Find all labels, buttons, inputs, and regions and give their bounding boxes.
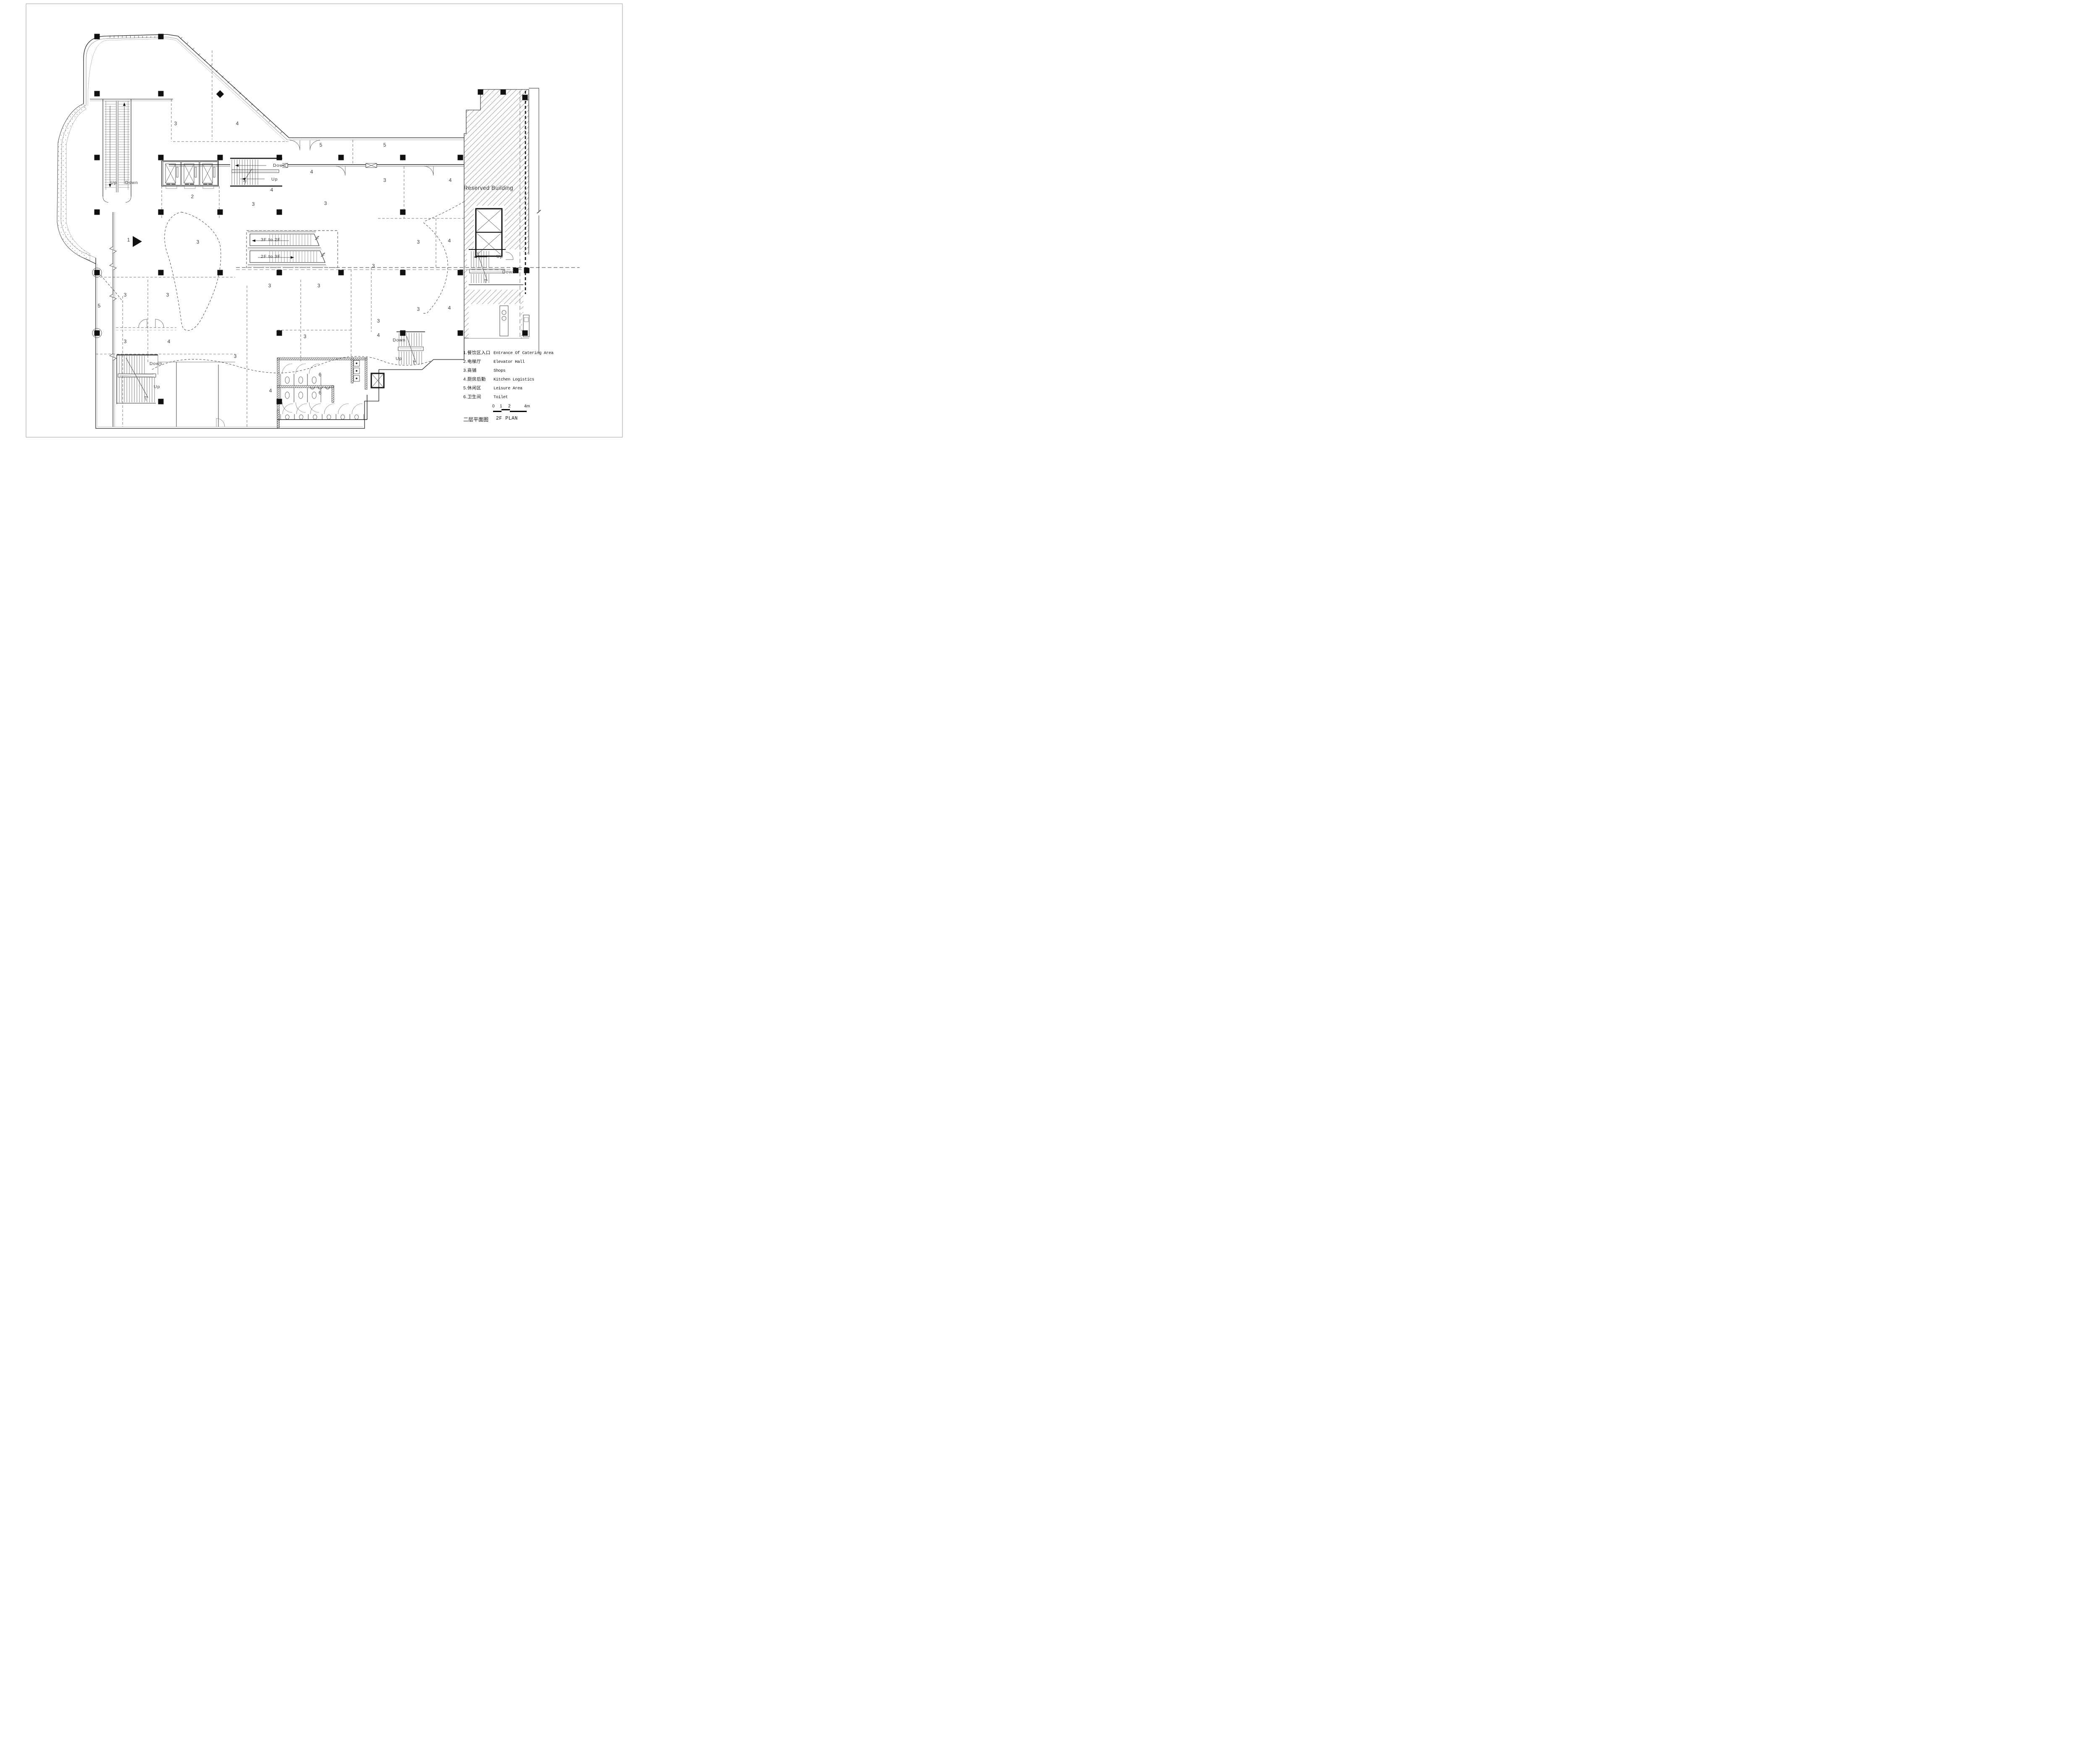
plan-linework (57, 34, 541, 429)
direction-label: Up (154, 384, 160, 389)
room-number-label: 3 (234, 353, 237, 359)
tenant-boundary-dashed-lines (96, 50, 580, 427)
room-number-label: 3 (417, 306, 420, 312)
direction-label: Up (496, 254, 503, 259)
room-number-label: 3 (174, 121, 177, 126)
scale-tick-label: 4m (524, 404, 530, 409)
direction-label: Down (150, 361, 163, 366)
room-number-label: 3 (197, 239, 200, 245)
legend-item-en: Kitchen Logistics (494, 378, 534, 382)
room-number-label: 6 (319, 372, 322, 378)
room-number-label: 4 (448, 305, 451, 311)
room-number-label: 4 (270, 187, 273, 193)
room-number-label: 1 (127, 237, 130, 243)
legend-item-zh: 5.休闲区 (463, 386, 481, 391)
legend-item-zh: 4.厨房后勤 (463, 377, 486, 382)
direction-label: Up (271, 177, 278, 182)
room-number-label: 3 (318, 283, 320, 289)
drawing-title-zh: 二层平面图 (463, 417, 489, 423)
legend-item-zh: 1.餐饮区入口 (463, 350, 491, 355)
direction-label: Up (110, 180, 117, 185)
room-number-label: 2 (191, 194, 194, 200)
fixtures-and-stairs (102, 99, 364, 420)
legend-item-zh: 6.卫生间 (463, 394, 481, 399)
room-number-label: 3 (372, 263, 375, 269)
room-number-label: 4 (236, 121, 239, 126)
reserved-building-hatch (464, 89, 534, 339)
title-block: 二层平面图 2F PLAN (463, 416, 585, 423)
room-number-label: 3 (324, 200, 327, 206)
structural-columns (92, 34, 530, 404)
legend-item-en: Shops (494, 369, 506, 373)
room-number-label: 3 (304, 333, 307, 339)
room-number-label: 3 (377, 318, 380, 324)
scale-tick-label: 0 (492, 404, 495, 409)
scale-tick-label: 2 (508, 404, 511, 409)
drawing-title-en: 2F PLAN (496, 416, 518, 421)
sheet-frame (26, 3, 623, 438)
room-number-label: 6 (319, 390, 322, 396)
legend-item-zh: 2.电梯厅 (463, 359, 481, 364)
room-number-label: 5 (383, 142, 386, 148)
room-number-label: 5 (98, 303, 101, 309)
direction-label: Up (396, 356, 402, 361)
room-number-label: 4 (168, 339, 171, 344)
legend-item: 5.休闲区 Leisure Area (463, 385, 585, 394)
room-number-label: 4 (449, 177, 452, 183)
room-number-labels: 3 4 5 5 2 4 4 3 3 3 4 3 1 3 4 3 3 3 3 3 5 3 4 3 4 3 4 3 3 6 4 6 (98, 121, 452, 396)
room-number-label: 4 (269, 388, 272, 394)
room-number-label: 3 (166, 292, 169, 298)
legend-item: 2.电梯厅 Elevator Hall (463, 358, 585, 367)
room-number-label: 4 (310, 169, 313, 175)
walls (109, 140, 530, 429)
legend-item-en: Toilet (494, 395, 508, 400)
room-number-label: 3 (124, 292, 127, 298)
legend-item-en: Elevator Hall (494, 360, 525, 365)
room-number-label: 3 (417, 239, 420, 245)
room-number-label: 4 (377, 332, 380, 338)
room-number-label: 5 (320, 142, 323, 148)
room-number-label: 3 (252, 201, 255, 207)
legend-item: 4.厨房后勤 Kitchen Logistics (463, 376, 585, 385)
room-number-label: 3 (383, 177, 386, 183)
legend-item-en: Entrance Of Catering Area (494, 351, 554, 356)
room-number-label: 4 (448, 238, 451, 244)
room-number-label: 3 (268, 283, 271, 289)
direction-label: Down (125, 180, 138, 185)
page: { "drawing": { "reserved_label": "Reserv… (0, 0, 624, 441)
legend-item-en: Leisure Area (494, 386, 522, 391)
direction-label: 2F to 3F (261, 254, 281, 259)
reserved-building-label: Reserved Building (464, 185, 513, 191)
scale-tick-label: 1 (500, 404, 502, 409)
direction-label: Down (502, 270, 515, 275)
direction-label: Down (393, 338, 406, 343)
direction-label: Down (273, 163, 286, 168)
direction-label: 3F to 2F (261, 237, 281, 242)
legend-item-zh: 3.商铺 (463, 368, 477, 373)
scale-bar-track (492, 409, 532, 412)
legend-item: 6.卫生间 Toilet (463, 394, 585, 402)
legend-item: 3.商铺 Shops (463, 367, 585, 376)
room-number-label: 3 (124, 339, 127, 344)
